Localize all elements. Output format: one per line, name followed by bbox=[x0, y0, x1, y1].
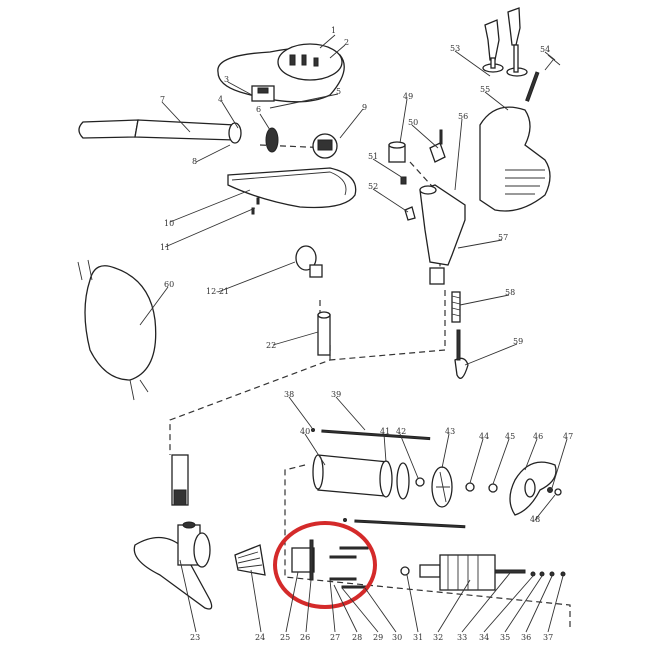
label-51: 51 bbox=[368, 152, 378, 161]
label-30: 30 bbox=[392, 633, 402, 642]
magnet-housing bbox=[312, 454, 425, 500]
label-31: 31 bbox=[413, 633, 423, 642]
label-58: 58 bbox=[505, 288, 515, 297]
label-6: 6 bbox=[256, 105, 261, 114]
label-57: 57 bbox=[498, 233, 508, 242]
label-55: 55 bbox=[480, 85, 490, 94]
label-47: 47 bbox=[563, 432, 573, 441]
label-32: 32 bbox=[433, 633, 443, 642]
label-1: 1 bbox=[331, 26, 336, 35]
assembly-path bbox=[329, 290, 446, 361]
label-44: 44 bbox=[479, 432, 489, 441]
power-cable-coil bbox=[77, 259, 157, 401]
lower-bushing bbox=[429, 267, 445, 285]
label-45: 45 bbox=[505, 432, 515, 441]
release-lever bbox=[454, 329, 469, 379]
label-22: 22 bbox=[266, 341, 276, 350]
decal bbox=[251, 85, 275, 102]
label-41: 41 bbox=[380, 427, 390, 436]
end-cap bbox=[431, 466, 453, 508]
label-5: 5 bbox=[336, 87, 341, 96]
label-29: 29 bbox=[373, 633, 383, 642]
leader-lines bbox=[139, 34, 568, 633]
tension-knob bbox=[525, 54, 561, 102]
label-4: 4 bbox=[218, 95, 223, 104]
label-24: 24 bbox=[255, 633, 265, 642]
label-53: 53 bbox=[450, 44, 460, 53]
label-42: 42 bbox=[396, 427, 406, 436]
swivel-bracket bbox=[419, 184, 466, 266]
mount-bracket bbox=[479, 106, 551, 212]
steering-collar bbox=[295, 245, 323, 278]
tie-rods bbox=[311, 428, 466, 529]
switch-block bbox=[312, 133, 338, 159]
label-10: 10 bbox=[164, 219, 174, 228]
label-38: 38 bbox=[284, 390, 294, 399]
label-27: 27 bbox=[330, 633, 340, 642]
label-49: 49 bbox=[403, 92, 413, 101]
assembly-path bbox=[284, 464, 571, 630]
skeg-housing bbox=[133, 521, 213, 610]
highlight-circle bbox=[273, 521, 377, 609]
label-37: 37 bbox=[543, 633, 553, 642]
label-33: 33 bbox=[457, 633, 467, 642]
lower-housing bbox=[227, 167, 357, 215]
bushing bbox=[388, 141, 406, 163]
label-23: 23 bbox=[190, 633, 200, 642]
clamp-knob bbox=[429, 129, 446, 163]
label-12-21: 12-21 bbox=[206, 287, 229, 296]
label-43: 43 bbox=[445, 427, 455, 436]
propeller bbox=[509, 461, 562, 516]
label-48: 48 bbox=[530, 515, 540, 524]
label-54: 54 bbox=[540, 45, 550, 54]
pin bbox=[404, 206, 416, 221]
bolts bbox=[329, 546, 369, 589]
label-28: 28 bbox=[352, 633, 362, 642]
label-9: 9 bbox=[362, 103, 367, 112]
armature bbox=[400, 554, 566, 591]
top-cover bbox=[217, 43, 345, 103]
seal-boot bbox=[234, 544, 266, 576]
speed-switch-disc bbox=[265, 127, 279, 153]
label-50: 50 bbox=[408, 118, 418, 127]
lower-shaft bbox=[171, 454, 189, 506]
clamp-screws bbox=[482, 7, 528, 77]
label-46: 46 bbox=[533, 432, 543, 441]
label-35: 35 bbox=[500, 633, 510, 642]
label-11: 11 bbox=[160, 243, 170, 252]
label-60: 60 bbox=[164, 280, 174, 289]
label-8: 8 bbox=[192, 157, 197, 166]
label-52: 52 bbox=[368, 182, 378, 191]
label-34: 34 bbox=[479, 633, 489, 642]
assembly-path bbox=[169, 345, 331, 455]
label-36: 36 bbox=[521, 633, 531, 642]
label-26: 26 bbox=[300, 633, 310, 642]
label-3: 3 bbox=[224, 75, 229, 84]
spring bbox=[451, 291, 461, 323]
end-bracket bbox=[291, 539, 315, 581]
label-56: 56 bbox=[458, 112, 468, 121]
tiller-handle bbox=[78, 119, 242, 144]
shaft-tube bbox=[317, 311, 331, 356]
part-labels: 1 2 3 4 5 6 7 8 9 10 11 12-21 22 23 24 2… bbox=[160, 26, 573, 642]
washers bbox=[465, 482, 498, 493]
label-7: 7 bbox=[160, 95, 165, 104]
small-screw bbox=[400, 176, 407, 185]
label-40: 40 bbox=[300, 427, 310, 436]
label-25: 25 bbox=[280, 633, 290, 642]
label-39: 39 bbox=[331, 390, 341, 399]
label-59: 59 bbox=[513, 337, 523, 346]
label-2: 2 bbox=[344, 38, 349, 47]
